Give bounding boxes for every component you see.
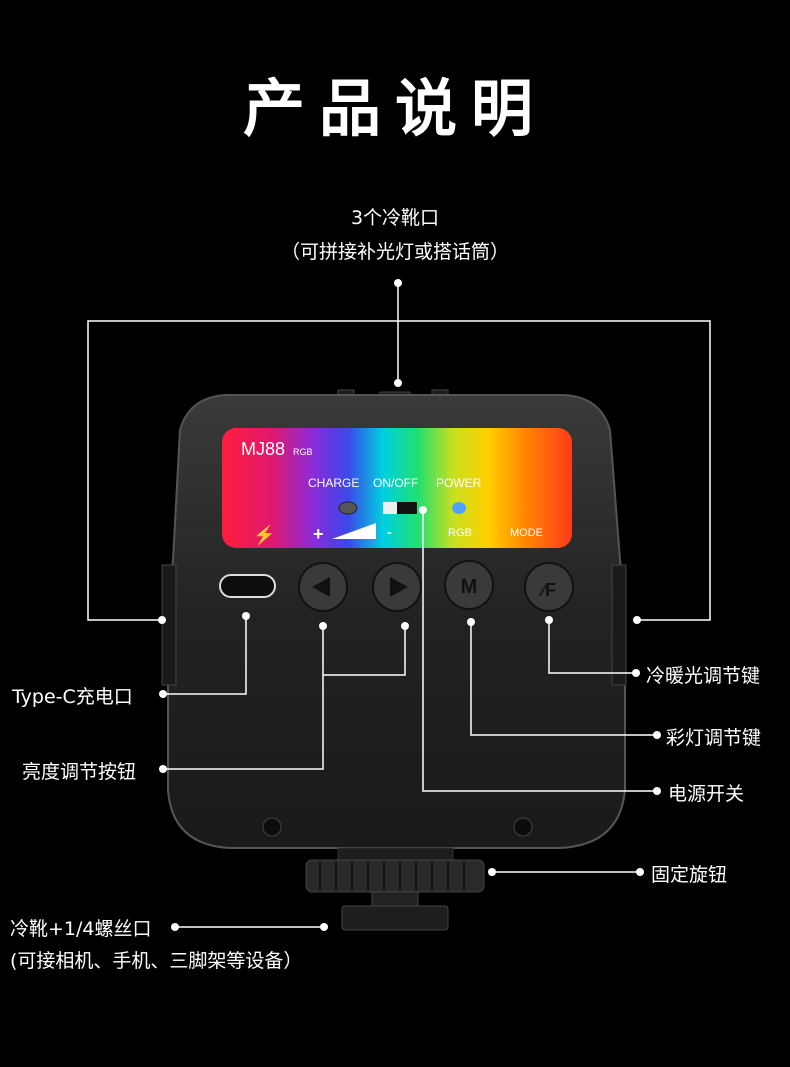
bottom-shoe-label: 冷靴+1/4螺丝口 [10, 918, 152, 940]
leader-dots [158, 279, 661, 931]
page-title: 产品说明 [242, 72, 547, 145]
bottom-shoe-sublabel: (可接相机、手机、三脚架等设备） [10, 950, 303, 972]
type-c-port [219, 574, 276, 598]
m-icon: M [461, 576, 478, 598]
cold-shoe-top-sublabel: （可拼接补光灯或搭话筒） [280, 241, 509, 263]
f-button [524, 562, 574, 612]
color-temp-label: 冷暖光调节键 [646, 665, 761, 687]
model-sub: RGB [293, 447, 313, 457]
lightning-icon: ⚡ [253, 524, 275, 546]
brightness-ramp-icon [332, 523, 376, 539]
leader-lines [87, 283, 711, 928]
bottom-mount [305, 847, 485, 931]
mode-label: MODE [510, 527, 543, 539]
left-arrow-icon [312, 577, 330, 597]
type-c-label: Type-C充电口 [12, 686, 133, 708]
rgb-panel: MJ88 RGB CHARGE ON/OFF POWER ⚡ + - RGB M… [222, 428, 572, 548]
power-label: POWER [436, 476, 482, 490]
minus-label: - [387, 524, 392, 540]
rgb-key-label: 彩灯调节键 [666, 727, 762, 749]
cold-shoe-top-label: 3个冷靴口 [350, 207, 440, 229]
bottom-cold-shoe [341, 905, 449, 931]
plus-label: + [313, 524, 324, 544]
charge-label: CHARGE [308, 476, 359, 490]
power-led [452, 502, 466, 514]
right-arrow-icon [390, 577, 408, 597]
brightness-label: 亮度调节按钮 [22, 761, 137, 783]
on-off-label: ON/OFF [373, 476, 418, 490]
model-name: MJ88 [241, 439, 285, 459]
charge-led [338, 501, 358, 515]
fixing-knob-label: 固定旋钮 [651, 864, 728, 886]
f-icon: ⁄F [538, 580, 556, 600]
fixing-knob [305, 859, 485, 893]
power-switch-label: 电源开关 [668, 783, 745, 805]
m-button [444, 560, 494, 610]
buttons-row: M ⁄F [219, 560, 574, 612]
rgb-label: RGB [448, 527, 472, 539]
